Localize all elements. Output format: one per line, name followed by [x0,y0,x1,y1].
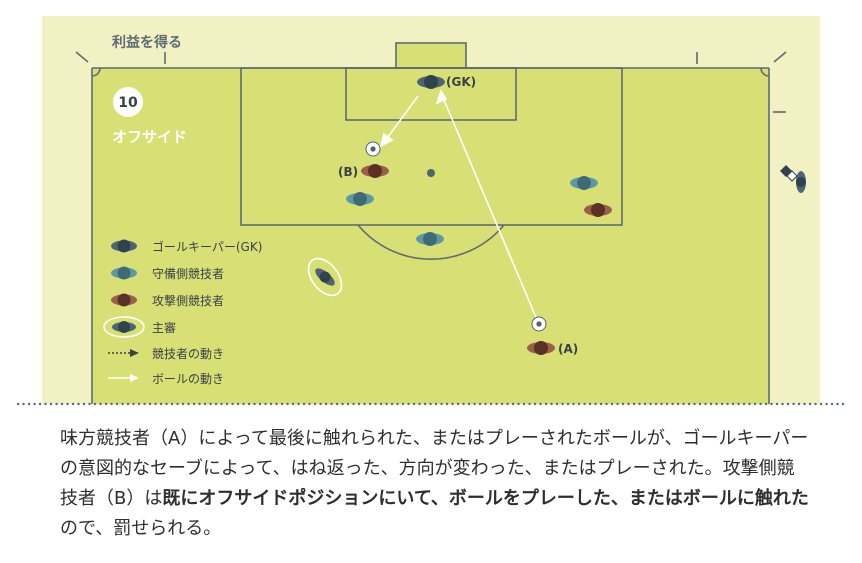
goal-area [345,67,517,121]
label-a: (A) [558,342,578,356]
offside-diagram: (GK) (B) (A) 利益を得る 10 オフサイド ゴールキーパー(GK) … [16,16,846,406]
defender-icon [416,232,444,246]
ball-icon [531,316,547,332]
legend-defender-icon [111,266,137,280]
legend-goalkeeper-icon [111,239,137,253]
corner-arc-right [760,67,770,77]
legend-label: 攻撃側競技者 [152,293,224,308]
label-gk: (GK) [446,75,476,89]
section-label: 利益を得る [112,34,182,51]
penalty-spot [427,169,435,177]
attacker-a-icon [527,341,555,355]
number-badge-text: 10 [118,95,138,111]
caption-text: 味方競技者（A）によって最後に触れられた、またはプレーされたボールが、ゴールキー… [60,428,809,509]
defender-icon [346,192,374,206]
ball-icon [365,141,381,157]
goal [395,42,467,69]
penalty-arc [357,224,505,260]
legend-label: 主審 [152,320,176,335]
legend-attacker-icon [111,293,137,307]
number-badge [113,87,143,117]
defender-icon [570,176,598,190]
corner-arc-left [91,67,101,77]
legend-player-movement-icon [108,349,139,357]
ball-path [379,89,539,323]
legend-label: 競技者の動き [152,346,224,361]
goalkeeper-icon [417,75,445,89]
legend: ゴールキーパー(GK) 守備側競技者 攻撃側競技者 主審 競技者の動き ボールの… [103,239,262,386]
legend-label: ボールの動き [152,372,224,386]
legend-label: ゴールキーパー(GK) [152,239,262,254]
pitch-lines [75,42,787,404]
label-b: (B) [338,165,358,179]
diagram-title: オフサイド [112,128,187,146]
legend-referee-icon [103,316,145,338]
legend-ball-movement-icon [108,374,139,382]
assistant-referee-icon [780,165,806,193]
caption-text-end: ので、罰せられる。 [60,518,222,539]
attacker-icon [584,203,612,217]
legend-label: 守備側競技者 [152,266,224,281]
caption: 味方競技者（A）によって最後に触れられた、またはプレーされたボールが、ゴールキー… [60,424,810,544]
referee-icon [307,257,343,297]
caption-bold-text: 既にオフサイドポジションにいて、ボールをプレーした、またはボールに触れた [162,488,809,509]
attacker-b-icon [361,164,389,178]
